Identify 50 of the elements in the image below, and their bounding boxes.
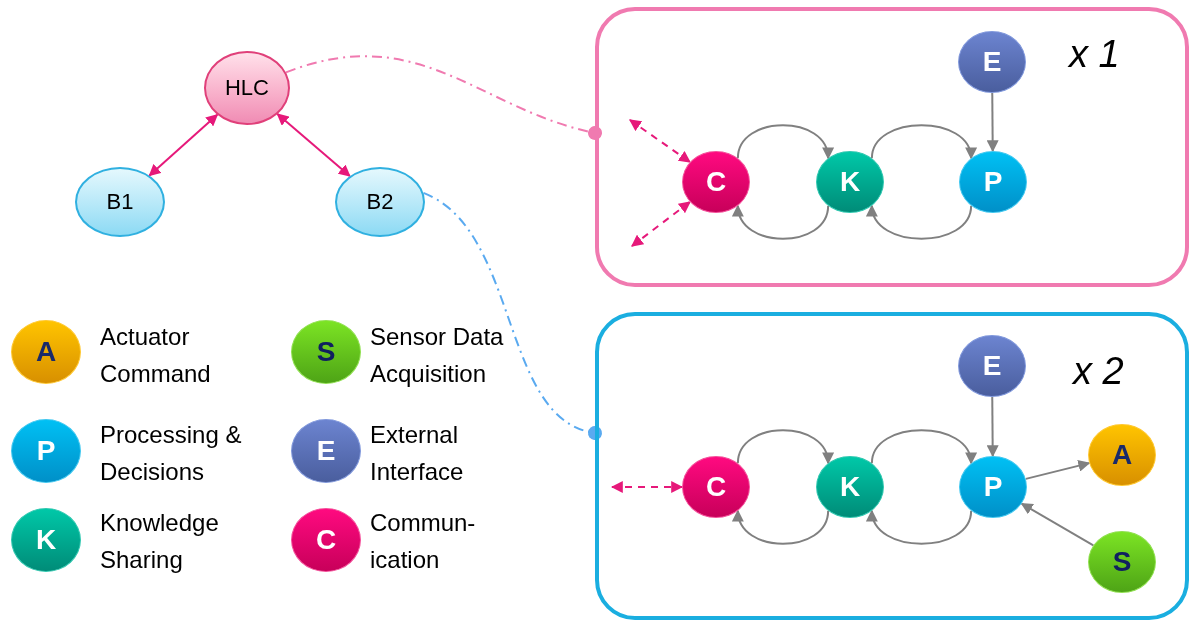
node-label: A bbox=[1111, 441, 1133, 469]
arrow bbox=[276, 113, 351, 178]
circle-node bbox=[204, 51, 290, 125]
multiplier-label: x 1 bbox=[1069, 35, 1120, 73]
legend-text: External Interface bbox=[370, 420, 465, 487]
dashed-arrow bbox=[610, 481, 684, 493]
node-label: E bbox=[316, 437, 336, 465]
circle-node bbox=[1088, 531, 1156, 593]
node-label: C bbox=[705, 168, 727, 196]
arrow bbox=[986, 92, 999, 153]
node-label: HLC bbox=[225, 77, 269, 99]
arrow bbox=[148, 113, 219, 177]
node-label: B2 bbox=[366, 191, 394, 213]
arrow bbox=[868, 509, 973, 545]
dashed-arrow bbox=[629, 119, 691, 164]
node-label: P bbox=[983, 168, 1003, 196]
node-label: E bbox=[982, 48, 1002, 76]
arrow bbox=[733, 509, 830, 545]
arrow bbox=[986, 396, 999, 458]
legend-text: Knowledge Sharing bbox=[100, 508, 220, 575]
legend-text: Commun- ication bbox=[370, 508, 477, 575]
arrow bbox=[870, 124, 975, 160]
node-label: K bbox=[839, 473, 861, 501]
arrow bbox=[1024, 459, 1091, 480]
node-label: C bbox=[705, 473, 727, 501]
node-label: E bbox=[982, 352, 1002, 380]
node-label: P bbox=[36, 437, 56, 465]
arrow bbox=[1020, 502, 1095, 547]
dashed-arrow bbox=[631, 200, 691, 247]
node-label: P bbox=[983, 473, 1003, 501]
legend-text: Sensor Data Acquisition bbox=[370, 322, 505, 389]
arrow bbox=[733, 204, 830, 240]
node-label: A bbox=[35, 338, 57, 366]
node-label: B1 bbox=[106, 191, 134, 213]
legend-text: Actuator Command bbox=[100, 322, 212, 389]
rounded-panel bbox=[595, 7, 1189, 287]
multiplier-label: x 2 bbox=[1073, 352, 1124, 390]
node-label: S bbox=[1112, 548, 1132, 576]
rounded-panel bbox=[595, 312, 1189, 620]
node-label: S bbox=[316, 338, 336, 366]
arrow bbox=[868, 204, 973, 240]
legend-text: Processing & Decisions bbox=[100, 420, 243, 487]
node-label: K bbox=[839, 168, 861, 196]
arrow bbox=[736, 124, 833, 160]
arrow bbox=[736, 429, 833, 465]
node-label: K bbox=[35, 526, 57, 554]
circle-node bbox=[682, 151, 750, 213]
node-label: C bbox=[315, 526, 337, 554]
circle-node bbox=[959, 456, 1027, 518]
arrow bbox=[870, 429, 975, 465]
